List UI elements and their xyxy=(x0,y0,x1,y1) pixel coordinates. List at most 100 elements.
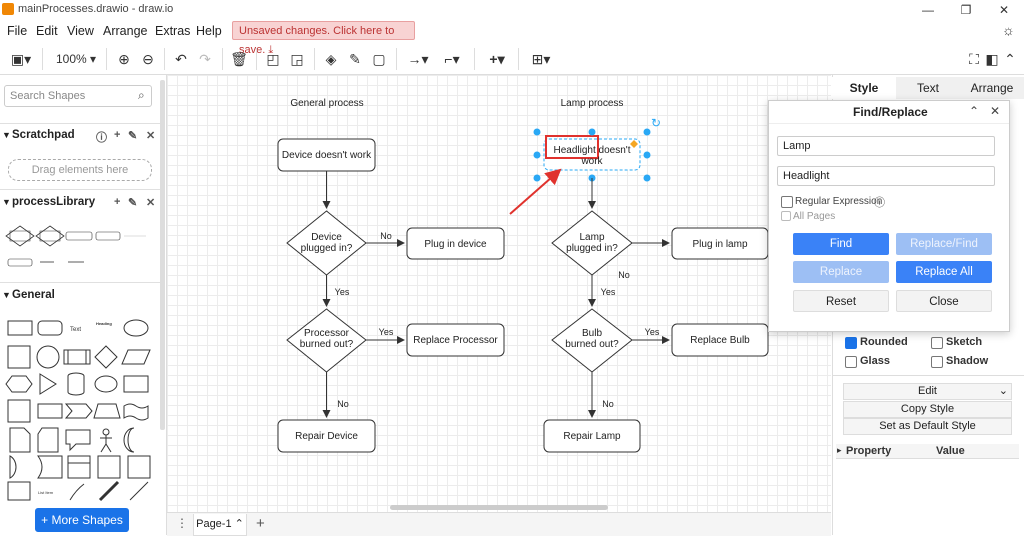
general-action1-node[interactable] xyxy=(406,227,505,260)
tab-text[interactable]: Text xyxy=(896,77,960,99)
tab-arrange[interactable]: Arrange xyxy=(960,77,1024,99)
menu-file[interactable]: File xyxy=(7,24,28,38)
close-window-button[interactable]: ✕ xyxy=(998,3,1010,17)
callout-shape[interactable] xyxy=(65,429,91,452)
note-shape[interactable] xyxy=(9,427,31,453)
scratchpad-header[interactable]: ▼ Scratchpad ⓘ + ✎ ✕ xyxy=(0,127,160,149)
menu-view[interactable]: View xyxy=(67,24,94,38)
container-shape[interactable] xyxy=(67,455,91,479)
add-icon[interactable]: + xyxy=(114,196,121,208)
trapezoid-shape[interactable] xyxy=(93,403,121,419)
menu-edit[interactable]: Edit xyxy=(36,24,58,38)
page-tab[interactable]: Page-1 ⌃ xyxy=(193,514,247,536)
edit-icon[interactable]: ✎ xyxy=(128,130,138,142)
list-shape[interactable] xyxy=(7,481,31,501)
library-shape[interactable] xyxy=(65,231,93,241)
cylinder-shape[interactable] xyxy=(67,372,85,396)
line-shape[interactable] xyxy=(129,481,149,501)
help-icon[interactable]: ⓘ xyxy=(874,197,885,209)
moon-shape[interactable] xyxy=(123,427,135,453)
find-input[interactable]: Lamp xyxy=(777,136,995,156)
glass-checkbox[interactable] xyxy=(845,356,857,368)
library-shape[interactable] xyxy=(7,258,33,267)
library-shape[interactable] xyxy=(5,225,35,247)
general-end-node[interactable] xyxy=(277,419,376,453)
actor-shape[interactable] xyxy=(100,428,112,453)
rounded-rect-shape[interactable] xyxy=(37,320,63,336)
selection-handles[interactable] xyxy=(533,128,651,182)
close-button[interactable]: Close xyxy=(896,290,992,312)
lamp-action2-node[interactable] xyxy=(671,323,769,357)
square-shape[interactable] xyxy=(7,345,31,369)
help-icon[interactable]: ⓘ xyxy=(96,132,107,144)
parallelogram-shape[interactable] xyxy=(121,349,151,365)
set-default-style-button[interactable]: Set as Default Style xyxy=(843,418,1012,435)
unsaved-changes-button[interactable]: Unsaved changes. Click here to save. ⤓ xyxy=(232,21,415,56)
collapse-toolbar-icon[interactable]: ⌃ xyxy=(1004,51,1016,67)
find-button[interactable]: Find xyxy=(793,233,889,255)
rectangle-shape[interactable] xyxy=(7,320,33,336)
tab-style[interactable]: Style xyxy=(832,77,896,99)
undo-icon[interactable]: ↶ xyxy=(175,51,187,67)
zoom-in-icon[interactable]: ⊕ xyxy=(118,51,130,67)
insert-icon[interactable]: +▾ xyxy=(489,51,505,67)
lamp-process-title[interactable]: Lamp process xyxy=(561,98,624,109)
search-icon[interactable]: ⌕ xyxy=(138,88,145,102)
rounded-checkbox[interactable] xyxy=(845,337,857,349)
general-header[interactable]: ▼ General xyxy=(0,287,160,309)
data-storage-shape[interactable] xyxy=(37,455,63,479)
shadow-checkbox[interactable] xyxy=(931,356,943,368)
close-icon[interactable]: ✕ xyxy=(990,104,1001,118)
shadow-icon[interactable]: ▢ xyxy=(372,51,386,67)
more-shapes-button[interactable]: + More Shapes xyxy=(35,508,129,532)
format-panel-toggle-icon[interactable]: ▣▾ xyxy=(10,51,32,67)
redo-icon[interactable]: ↷ xyxy=(199,51,211,67)
curve-shape[interactable] xyxy=(69,483,85,501)
library-shape[interactable] xyxy=(35,225,65,247)
rotate-handle-icon[interactable]: ↻ xyxy=(651,116,661,130)
lamp-start-node[interactable] xyxy=(543,138,641,171)
document-shape[interactable] xyxy=(123,375,149,393)
triangle-shape[interactable] xyxy=(39,373,57,395)
general-process-title[interactable]: General process xyxy=(290,98,363,109)
delete-icon[interactable]: 🗑 xyxy=(230,51,248,67)
theme-sun-icon[interactable]: ☼ xyxy=(1002,22,1015,38)
collapse-icon[interactable]: ⌃ xyxy=(969,104,980,118)
sidebar-scrollbar[interactable] xyxy=(160,80,165,430)
collapse-arrow-icon[interactable]: ▸ xyxy=(837,445,842,455)
pages-menu-icon[interactable]: ⋮ xyxy=(176,516,188,530)
fill-color-icon[interactable]: ◈ xyxy=(325,51,337,67)
replace-input[interactable]: Headlight xyxy=(777,166,995,186)
card-shape[interactable] xyxy=(37,427,59,453)
edit-style-button[interactable]: Edit⌄ xyxy=(843,383,1012,400)
table-icon[interactable]: ⊞▾ xyxy=(531,51,551,67)
frame-shape[interactable] xyxy=(127,455,151,479)
replace-all-button[interactable]: Replace All xyxy=(896,261,992,283)
menu-help[interactable]: Help xyxy=(196,24,222,38)
grid-shape[interactable] xyxy=(97,455,121,479)
cloud-shape[interactable] xyxy=(94,375,118,393)
arrow-shape[interactable] xyxy=(98,480,120,502)
scratchpad-dropzone[interactable]: Drag elements here xyxy=(8,159,152,181)
add-page-icon[interactable]: + xyxy=(256,515,265,532)
step-shape[interactable] xyxy=(64,403,93,419)
text-shape[interactable]: Text xyxy=(70,327,81,333)
to-front-icon[interactable]: ◰ xyxy=(266,51,280,67)
to-back-icon[interactable]: ◲ xyxy=(290,51,304,67)
internal-storage-shape[interactable] xyxy=(7,399,31,423)
list-item-shape[interactable]: List Item xyxy=(38,490,54,495)
replace-find-button[interactable]: Replace/Find xyxy=(896,233,992,255)
reset-button[interactable]: Reset xyxy=(793,290,889,312)
add-icon[interactable]: + xyxy=(114,129,121,141)
zoom-out-icon[interactable]: ⊖ xyxy=(142,51,154,67)
canvas-scrollbar[interactable] xyxy=(390,505,608,510)
menu-extras[interactable]: Extras xyxy=(155,24,191,38)
tape-shape[interactable] xyxy=(123,403,149,421)
regex-checkbox[interactable] xyxy=(781,196,793,208)
restore-button[interactable]: ❐ xyxy=(960,3,972,17)
heading-shape[interactable]: Heading xyxy=(96,321,112,326)
line-color-icon[interactable]: ✎ xyxy=(349,51,361,67)
waypoints-icon[interactable]: ⌐▾ xyxy=(444,51,460,67)
format-panel-icon[interactable]: ◧ xyxy=(985,51,999,67)
minimize-button[interactable]: — xyxy=(922,3,934,17)
